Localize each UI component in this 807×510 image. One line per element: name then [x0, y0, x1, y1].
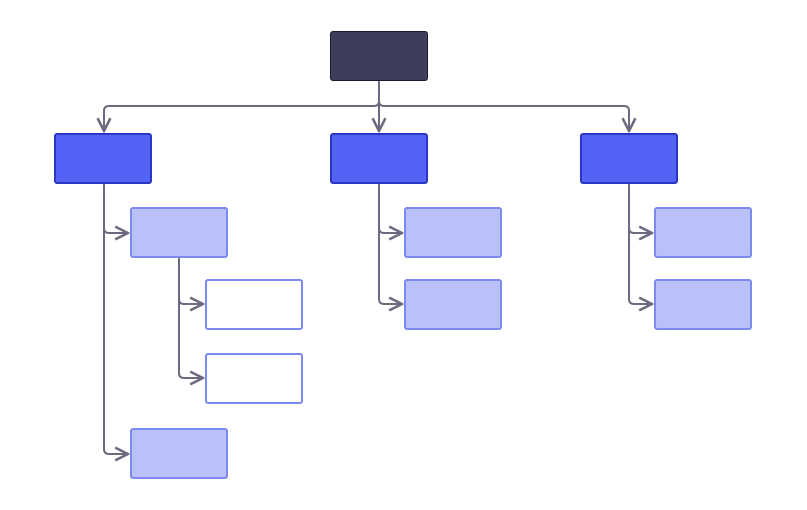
branch-node-2[interactable]: [330, 133, 428, 184]
child-node-2-1[interactable]: [404, 207, 502, 258]
connector-branch-3-child-1: [628, 184, 652, 233]
branch-node-1[interactable]: [54, 133, 152, 184]
connector-branch-3-child-2: [628, 184, 652, 304]
connector-branch-1-child-2: [103, 184, 128, 454]
connector-root-branch-1: [104, 81, 380, 131]
grandchild-node-1-1-1[interactable]: [205, 279, 303, 330]
connector-branch-1-child-1: [103, 184, 128, 233]
child-node-1-1[interactable]: [130, 207, 228, 258]
child-node-3-2[interactable]: [654, 279, 752, 330]
connector-root-branch-3: [378, 81, 629, 131]
branch-node-3[interactable]: [580, 133, 678, 184]
root-node[interactable]: [330, 31, 428, 81]
grandchild-node-1-1-2[interactable]: [205, 353, 303, 404]
child-node-3-1[interactable]: [654, 207, 752, 258]
child-node-2-2[interactable]: [404, 279, 502, 330]
connector-child-1-1-grandchild-1: [178, 258, 203, 304]
child-node-1-2[interactable]: [130, 428, 228, 479]
connector-branch-2-child-2: [378, 184, 402, 304]
connector-child-1-1-grandchild-2: [178, 258, 203, 378]
connector-branch-2-child-1: [378, 184, 402, 233]
